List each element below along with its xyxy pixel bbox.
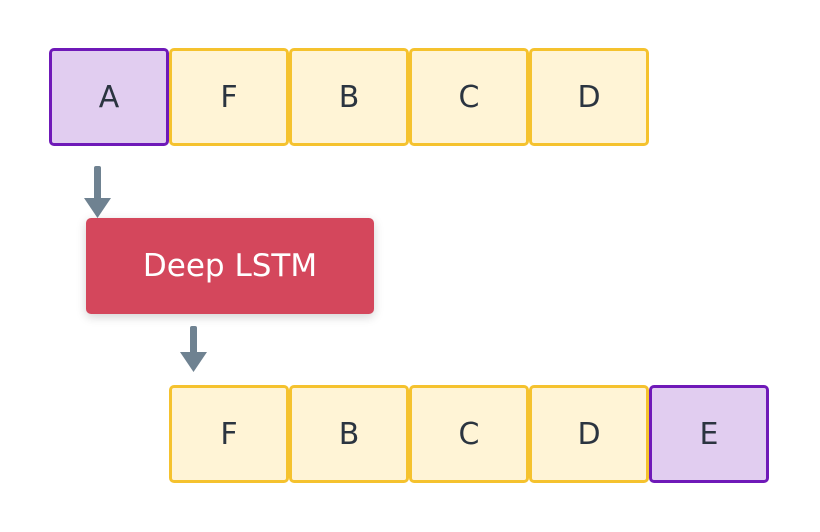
input-cell-b: B [289, 48, 409, 146]
output-cell-d: D [529, 385, 649, 483]
output-cell-c: C [409, 385, 529, 483]
output-cell-b: B [289, 385, 409, 483]
input-arrow-icon [84, 166, 111, 218]
input-cell-f: F [169, 48, 289, 146]
input-cell-d: D [529, 48, 649, 146]
output-cell-e: E [649, 385, 769, 483]
input-cell-a: A [49, 48, 169, 146]
deep-lstm-label: Deep LSTM [142, 248, 318, 284]
output-cell-f: F [169, 385, 289, 483]
deep-lstm-block: Deep LSTM [86, 218, 374, 314]
output-arrow-icon [180, 326, 207, 372]
input-cell-c: C [409, 48, 529, 146]
